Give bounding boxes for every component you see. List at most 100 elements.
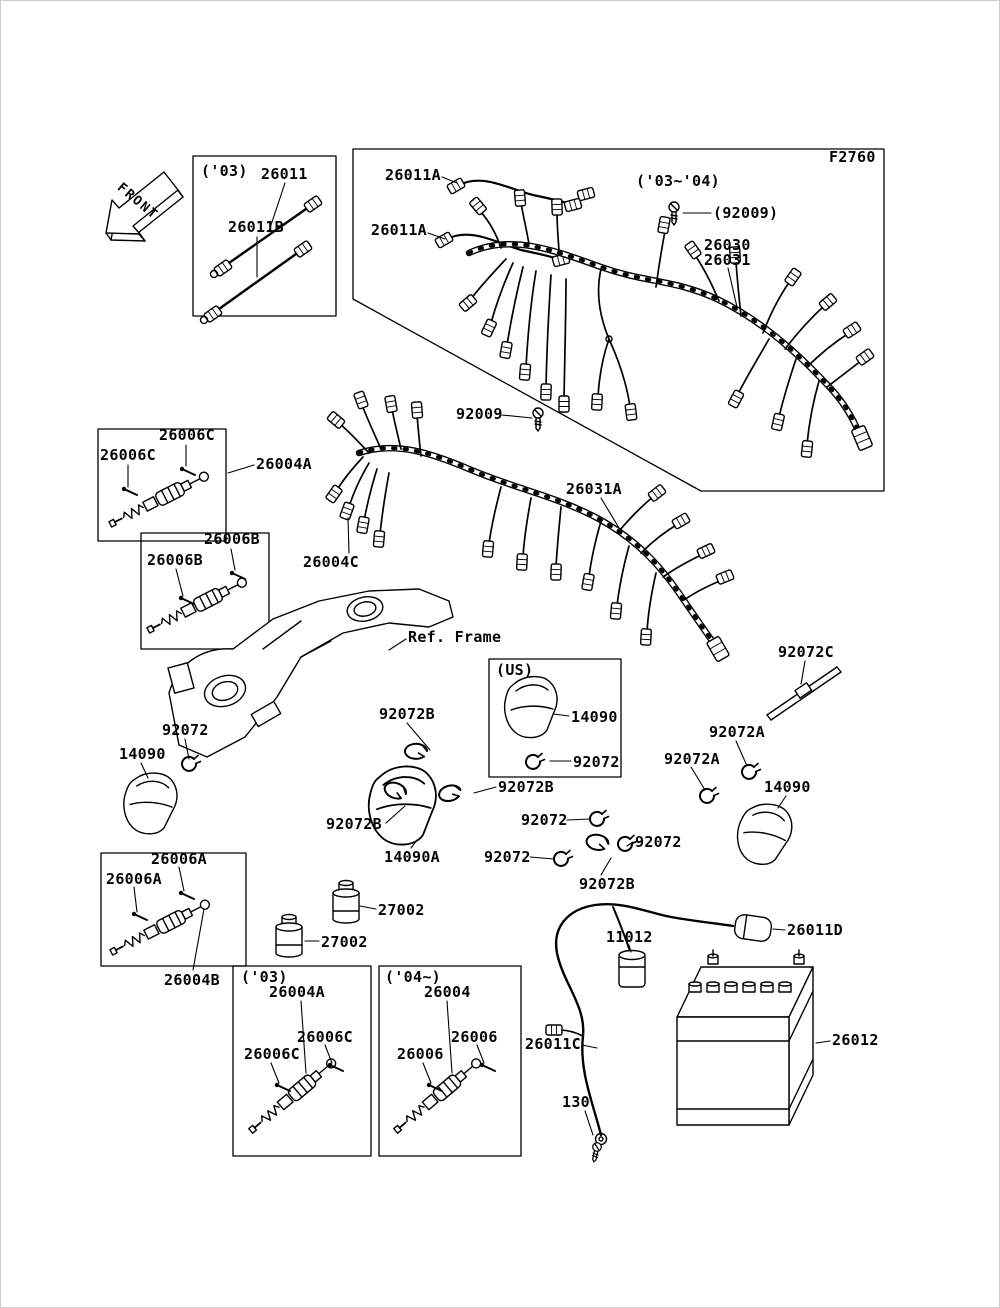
ref-frame [167, 588, 454, 758]
part-label-92072a-24: 92072A [664, 750, 720, 768]
part-label-26011d-49: 26011D [787, 921, 843, 939]
part-27002-upper [332, 879, 360, 924]
clamp-92072-mid2 [553, 849, 574, 867]
band-92072b-4 [584, 832, 611, 853]
screw-92009-upper [668, 201, 680, 226]
part-label-92009-6: (92009) [713, 204, 779, 222]
part-label-26006c-10: 26006C [159, 426, 215, 444]
clamp-92072-left [181, 754, 202, 772]
part-label-92072c-21: 92072C [778, 643, 834, 661]
clamp-92072-mid1 [589, 809, 610, 827]
part-label-26030-7: 26030 [704, 236, 751, 254]
part-label-92072-29: 92072 [521, 811, 568, 829]
clamp-92072-us [525, 752, 546, 770]
part-label-92072b-22: 92072B [379, 705, 435, 723]
part-label-0304-5: ('03~'04) [636, 172, 720, 190]
part-label-26012-51: 26012 [832, 1031, 879, 1049]
harness-26004c [324, 390, 735, 663]
part-label-26031-8: 26031 [704, 251, 751, 269]
bolt-130 [589, 1141, 603, 1164]
box-0304-harness [352, 148, 885, 492]
part-label-26006c-43: 26006C [244, 1045, 300, 1063]
part-label-26011a-4: 26011A [371, 221, 427, 239]
harness-26030-26031 [433, 176, 876, 459]
connector [433, 230, 455, 250]
part-label-14090-26: 14090 [119, 745, 166, 763]
part-label-26006b-15: 26006B [147, 551, 203, 569]
part-label-26006a-35: 26006A [151, 850, 207, 868]
cable-26011-group [199, 194, 324, 325]
part-label-92072b-34: 92072B [579, 875, 635, 893]
part-label-26004a-12: 26004A [256, 455, 312, 473]
part-label-us-18: (US) [496, 661, 534, 679]
assembly-26006b [144, 573, 250, 638]
part-label-26011a-3: 26011A [385, 166, 441, 184]
box-us [488, 658, 622, 778]
box-26006a [100, 852, 247, 967]
part-27002-lower [275, 913, 303, 958]
group-boxes [97, 148, 885, 1157]
clamp-92072-mid3 [617, 834, 638, 852]
boot-14090-right [731, 798, 797, 871]
part-label-26006b-14: 26006B [204, 530, 260, 548]
battery-cable-26011c [554, 903, 735, 1146]
boot-14090-us [503, 675, 558, 739]
part-label-26006-46: 26006 [451, 1028, 498, 1046]
part-label-14090-19: 14090 [571, 708, 618, 726]
part-label-92072-20: 92072 [573, 753, 620, 771]
boots-and-clamps [120, 666, 842, 871]
assembly-04-26004 [390, 1054, 485, 1138]
part-label-26006c-42: 26006C [297, 1028, 353, 1046]
part-label-26006c-11: 26006C [100, 446, 156, 464]
battery-terminals [707, 949, 805, 965]
part-label-26004b-39: 26004B [164, 971, 220, 989]
strap-92072c [766, 666, 842, 721]
part-label-26031a-13: 26031A [566, 480, 622, 498]
cap-11012 [618, 949, 646, 988]
part-label-92009-9: 92009 [456, 405, 503, 423]
part-label-26011c-50: 26011C [525, 1035, 581, 1053]
part-label-14090a-32: 14090A [384, 848, 440, 866]
part-label-92072-31: 92072 [635, 833, 682, 851]
boot-14090-left [120, 769, 180, 837]
part-label-92072-33: 92072 [484, 848, 531, 866]
part-label-26006-47: 26006 [397, 1045, 444, 1063]
part-label-26011-1: 26011 [261, 165, 308, 183]
cap-26011d [733, 914, 773, 942]
part-label-130-52: 130 [562, 1093, 590, 1111]
part-label-92072b-30: 92072B [326, 815, 382, 833]
part-label-26004a-41: 26004A [269, 983, 325, 1001]
clamp-92072a-2 [699, 786, 720, 804]
part-label-26011b-2: 26011B [228, 218, 284, 236]
battery-caps [688, 981, 792, 993]
part-label-92072b-28: 92072B [498, 778, 554, 796]
box-03-26004a [232, 965, 372, 1157]
part-label-04-44: ('04~) [385, 968, 441, 986]
front-arrow [105, 171, 184, 242]
box-26006b [140, 532, 270, 650]
part-label-26004c-16: 26004C [303, 553, 359, 571]
part-label-26006a-36: 26006A [106, 870, 162, 888]
part-label-26004-45: 26004 [424, 983, 471, 1001]
part-label-refframe-17: Ref. Frame [408, 628, 502, 646]
battery-26012 [676, 949, 814, 1126]
figure-code: F2760 [829, 148, 876, 166]
screw-92009-lower [532, 407, 544, 432]
main-connector [850, 424, 874, 452]
leader-lines [127, 176, 831, 1136]
part-label-03-40: ('03) [241, 968, 288, 986]
box-03-cables [192, 155, 337, 317]
part-label-11012-48: 11012 [606, 928, 653, 946]
part-label-92072-25: 92072 [162, 721, 209, 739]
assembly-26004a [106, 467, 212, 532]
box-26006c [97, 428, 227, 542]
part-label-14090-27: 14090 [764, 778, 811, 796]
box-04-26004 [378, 965, 522, 1157]
assembly-03-26004a [245, 1054, 340, 1138]
band-92072b-1 [404, 742, 428, 760]
part-label-92072a-23: 92072A [709, 723, 765, 741]
band-92072b-3 [436, 782, 464, 805]
part-label-27002-38: 27002 [321, 933, 368, 951]
